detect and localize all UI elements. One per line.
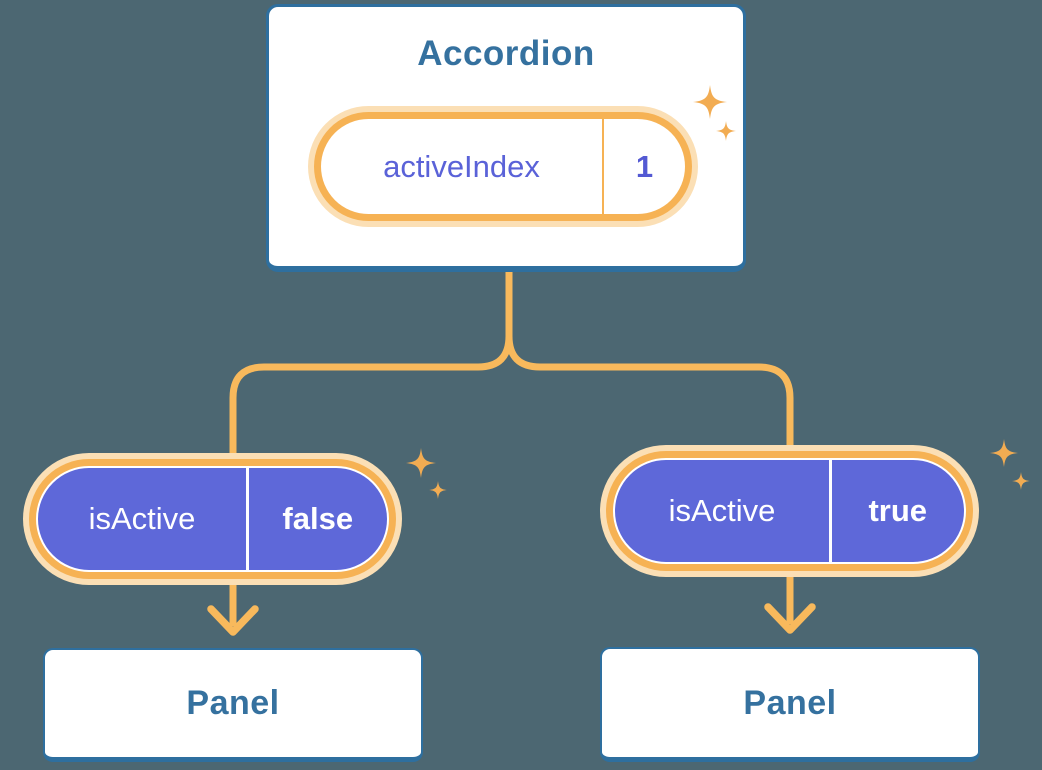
state-pill-ring: activeIndex 1 xyxy=(314,112,692,221)
accordion-title: Accordion xyxy=(417,34,595,73)
pill-divider xyxy=(829,460,832,562)
panel-card-right: Panel xyxy=(600,647,980,762)
sparkle-icon xyxy=(429,481,447,499)
state-pill-inner: activeIndex 1 xyxy=(321,119,685,214)
sparkle-icon xyxy=(1012,472,1030,490)
sparkle-icon xyxy=(406,448,436,478)
prop-pill-ring: isActive true xyxy=(606,451,973,571)
arrow-down-left-icon xyxy=(207,605,259,636)
arrow-down-right-icon xyxy=(764,603,816,634)
prop-pill-inner: isActive true xyxy=(613,458,966,564)
panel-card-left: Panel xyxy=(43,648,423,762)
state-name-label: activeIndex xyxy=(383,148,540,184)
prop-name-label: isActive xyxy=(88,501,196,536)
prop-pill-isactive-false: isActive false xyxy=(23,453,402,585)
state-pill-activeindex: activeIndex 1 xyxy=(308,106,698,227)
state-value-label: 1 xyxy=(635,148,654,184)
prop-value-label: false xyxy=(282,501,354,536)
pill-divider xyxy=(602,119,604,214)
panel-label: Panel xyxy=(186,684,280,722)
panel-label: Panel xyxy=(743,683,837,722)
prop-value-label: true xyxy=(868,493,928,528)
prop-name-label: isActive xyxy=(668,493,776,528)
prop-pill-inner: isActive false xyxy=(36,466,389,572)
prop-pill-ring: isActive false xyxy=(29,459,396,579)
prop-pill-isactive-true: isActive true xyxy=(600,445,979,577)
sparkle-icon xyxy=(990,439,1018,467)
